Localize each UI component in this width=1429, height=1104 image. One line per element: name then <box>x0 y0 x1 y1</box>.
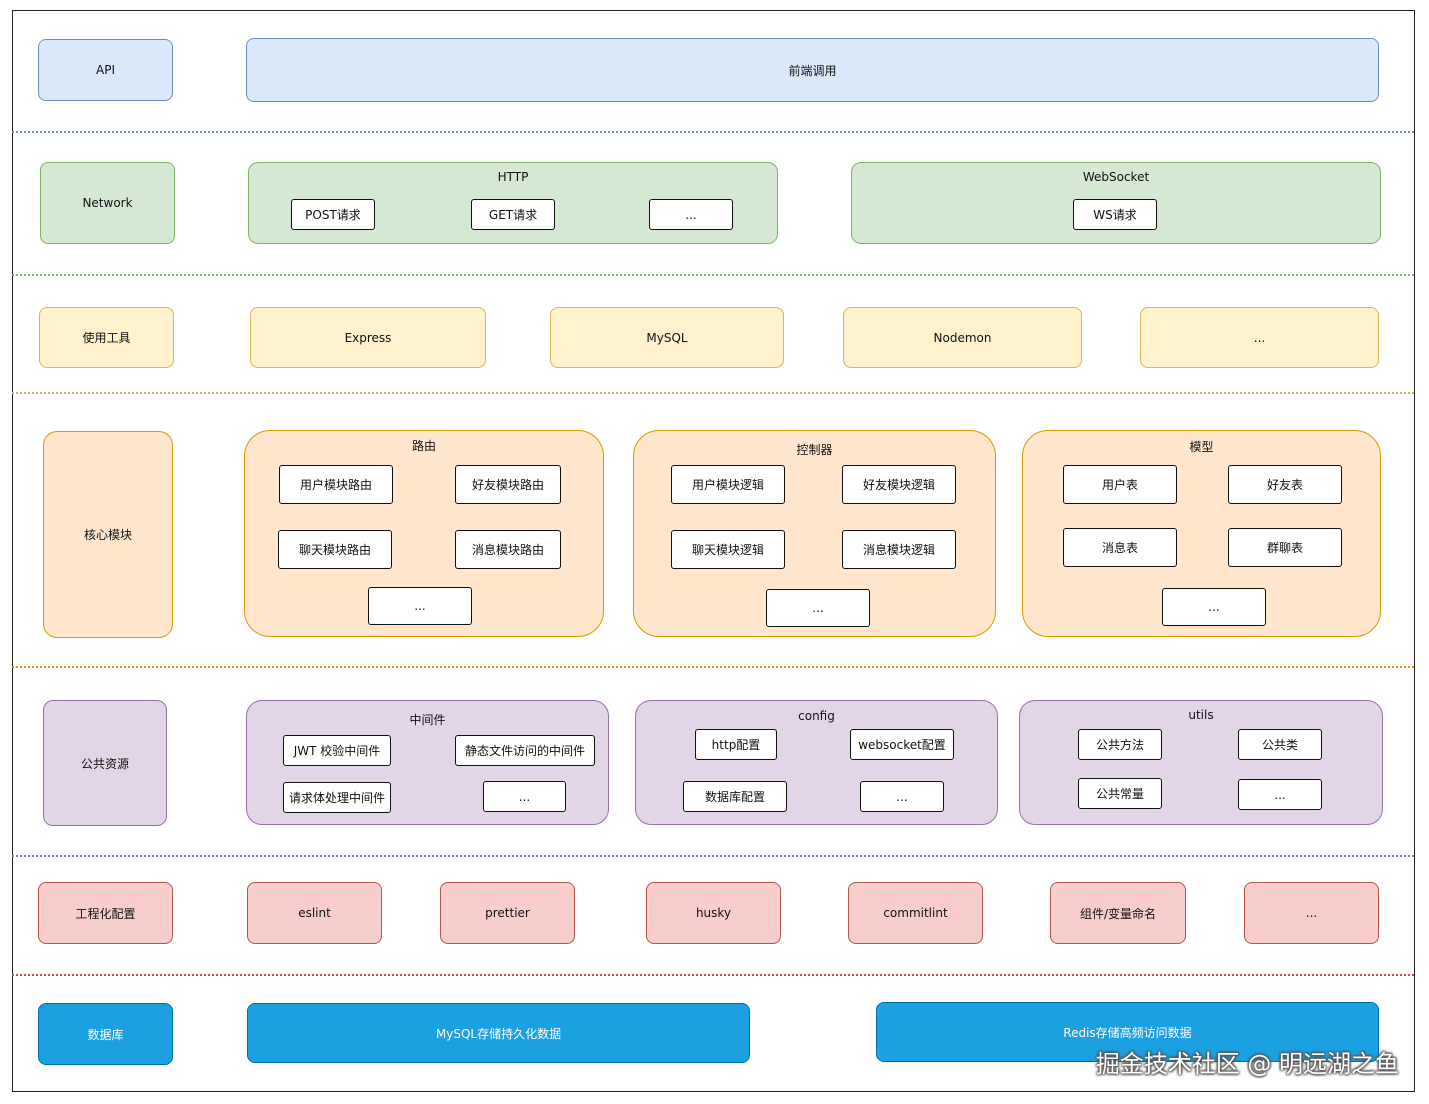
layer-label-api: API <box>38 39 173 101</box>
utils-more: ... <box>1238 779 1322 810</box>
middleware-title: 中间件 <box>409 713 446 727</box>
eng-naming: 组件/变量命名 <box>1050 882 1186 944</box>
diagram-frame <box>12 10 1415 1092</box>
watermark: 掘金技术社区 @ 明远湖之鱼 <box>1095 1050 1399 1078</box>
core-models-group: 模型 用户表 好友表 消息表 群聊表 ... <box>1022 430 1381 637</box>
network-http-group: HTTP POST请求 GET请求 ... <box>248 162 778 244</box>
http-post-request: POST请求 <box>291 199 375 230</box>
utils-common-classes: 公共类 <box>1238 729 1322 760</box>
separator-network <box>12 274 1414 276</box>
model-user-table: 用户表 <box>1063 465 1177 504</box>
model-more: ... <box>1162 588 1266 626</box>
http-title: HTTP <box>497 170 529 184</box>
separator-common <box>12 855 1414 857</box>
http-get-request: GET请求 <box>471 199 555 230</box>
config-title: config <box>798 709 835 723</box>
layer-label-common: 公共资源 <box>43 700 167 826</box>
separator-engineering <box>12 974 1414 976</box>
utils-common-constants: 公共常量 <box>1078 778 1162 809</box>
config-more: ... <box>860 781 944 812</box>
eng-more: ... <box>1244 882 1379 944</box>
controller-friend: 好友模块逻辑 <box>842 465 956 504</box>
controllers-title: 控制器 <box>796 443 833 457</box>
eng-prettier: prettier <box>440 882 575 944</box>
tool-more: ... <box>1140 307 1379 368</box>
network-websocket-group: WebSocket WS请求 <box>851 162 1381 244</box>
utils-common-methods: 公共方法 <box>1078 729 1162 760</box>
routes-title: 路由 <box>411 439 436 453</box>
controller-message: 消息模块逻辑 <box>842 530 956 569</box>
core-controllers-group: 控制器 用户模块逻辑 好友模块逻辑 聊天模块逻辑 消息模块逻辑 ... <box>633 430 996 637</box>
tool-nodemon: Nodemon <box>843 307 1082 368</box>
controller-user: 用户模块逻辑 <box>671 465 785 504</box>
controller-chat: 聊天模块逻辑 <box>671 530 785 569</box>
eng-eslint: eslint <box>247 882 382 944</box>
middleware-static-files: 静态文件访问的中间件 <box>455 735 595 766</box>
separator-core <box>12 666 1414 668</box>
config-websocket: websocket配置 <box>850 729 954 760</box>
eng-husky: husky <box>646 882 781 944</box>
tool-mysql: MySQL <box>550 307 784 368</box>
layer-label-engineering: 工程化配置 <box>38 882 173 944</box>
core-routes-group: 路由 用户模块路由 好友模块路由 聊天模块路由 消息模块路由 ... <box>244 430 604 637</box>
layer-label-core: 核心模块 <box>43 431 173 638</box>
websocket-title: WebSocket <box>1082 170 1150 184</box>
middleware-jwt: JWT 校验中间件 <box>283 735 391 766</box>
common-utils-group: utils 公共方法 公共类 公共常量 ... <box>1019 700 1383 825</box>
model-friend-table: 好友表 <box>1228 465 1342 504</box>
common-config-group: config http配置 websocket配置 数据库配置 ... <box>635 700 998 825</box>
eng-commitlint: commitlint <box>848 882 983 944</box>
model-group-chat-table: 群聊表 <box>1228 528 1342 567</box>
model-message-table: 消息表 <box>1063 528 1177 567</box>
separator-tools <box>12 392 1414 394</box>
db-mysql: MySQL存储持久化数据 <box>247 1003 750 1063</box>
utils-title: utils <box>1188 708 1214 722</box>
separator-api <box>12 131 1414 133</box>
middleware-more: ... <box>483 781 566 812</box>
layer-label-database: 数据库 <box>38 1003 173 1065</box>
db-redis: Redis存储高频访问数据 <box>876 1002 1379 1062</box>
route-more: ... <box>368 587 472 625</box>
layer-label-tools: 使用工具 <box>39 307 174 368</box>
controller-more: ... <box>766 589 870 627</box>
route-chat: 聊天模块路由 <box>278 530 392 569</box>
route-user: 用户模块路由 <box>279 465 393 504</box>
route-friend: 好友模块路由 <box>455 465 561 504</box>
config-http: http配置 <box>695 729 777 760</box>
config-database: 数据库配置 <box>683 781 787 812</box>
tool-express: Express <box>250 307 486 368</box>
api-frontend-call: 前端调用 <box>246 38 1379 102</box>
common-middleware-group: 中间件 JWT 校验中间件 静态文件访问的中间件 请求体处理中间件 ... <box>246 700 609 825</box>
layer-label-network: Network <box>40 162 175 244</box>
route-message: 消息模块路由 <box>455 530 561 569</box>
models-title: 模型 <box>1189 440 1214 454</box>
http-more: ... <box>649 199 733 230</box>
middleware-body-parser: 请求体处理中间件 <box>283 782 391 813</box>
ws-request: WS请求 <box>1073 199 1157 230</box>
